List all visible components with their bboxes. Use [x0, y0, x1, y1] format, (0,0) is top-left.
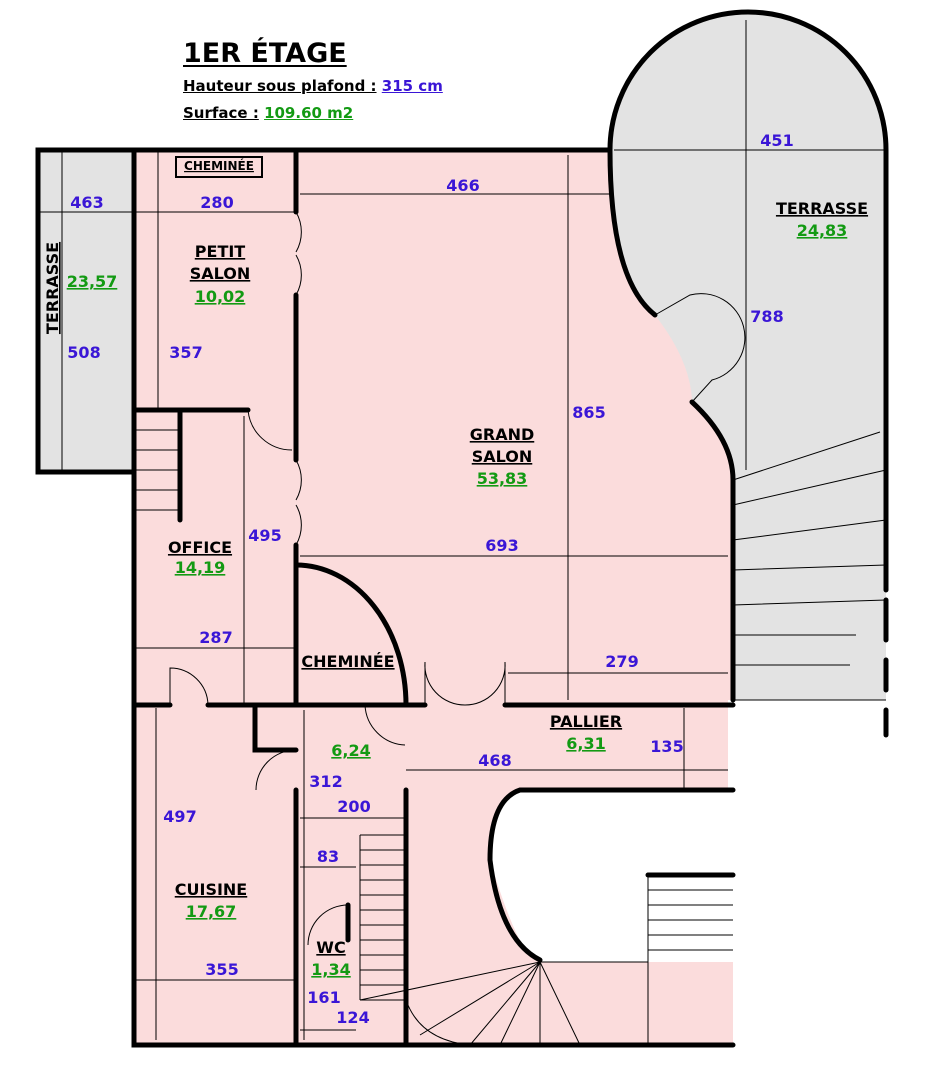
door-wc — [307, 904, 349, 946]
fills — [38, 12, 886, 1045]
wall-salon-curve — [689, 399, 736, 703]
door-pallier — [424, 661, 506, 706]
petit-salon-area: 10,02 — [195, 287, 246, 306]
stairs-office — [134, 429, 180, 511]
dim-124: 124 — [336, 1008, 369, 1027]
surface-line: Surface : 109.60 m2 — [183, 104, 353, 122]
stairs-main-right — [540, 875, 733, 1045]
dim-312: 312 — [309, 772, 342, 791]
dim-135: 135 — [650, 737, 683, 756]
terrace-stairs-fill — [733, 600, 886, 700]
dim-287: 287 — [199, 628, 232, 647]
dimension-labels: 463 508 280 357 466 451 788 865 495 693 … — [67, 131, 793, 1027]
grand-salon-area: 53,83 — [477, 469, 528, 488]
doors — [169, 211, 746, 946]
petit-salon-name-1: PETIT — [195, 242, 246, 261]
room-labels: TERRASSE 23,57 CHEMINÉE PETIT SALON 10,0… — [43, 158, 868, 979]
wall-i — [252, 702, 299, 753]
pallier-area: 6,31 — [566, 734, 605, 753]
plan-title: 1ER ÉTAGE — [183, 38, 347, 69]
office-name: OFFICE — [168, 538, 232, 557]
cuisine-name: CUISINE — [175, 880, 247, 899]
grand-salon-name-1: GRAND — [470, 425, 535, 444]
door-grand-salon — [295, 459, 302, 546]
office-area: 14,19 — [175, 558, 226, 577]
wall-round-terrace — [607, 9, 889, 593]
fireplace-arc-fill — [296, 565, 406, 705]
dim-280: 280 — [200, 193, 233, 212]
wc-area: 1,34 — [311, 960, 350, 979]
stairs-main-left — [359, 834, 406, 1001]
surface-value: 109.60 m2 — [264, 104, 354, 122]
terrace-left-name: TERRASSE — [43, 242, 62, 334]
stair-core-wall — [487, 787, 736, 963]
chimney-mid-name: CHEMINÉE — [301, 652, 394, 671]
wall-left-top — [35, 147, 613, 475]
door-cuisine-office — [169, 667, 209, 706]
stairs-terrace — [732, 431, 887, 701]
terrace-left-fill — [38, 150, 134, 472]
dim-357: 357 — [169, 343, 202, 362]
cuisine-area: 17,67 — [186, 902, 237, 921]
interior-walls — [131, 147, 736, 1048]
dim-463: 463 — [70, 193, 103, 212]
dim-200: 200 — [337, 797, 370, 816]
dim-788: 788 — [750, 307, 783, 326]
wall-left-bottom — [131, 147, 736, 1048]
petit-salon-name-2: SALON — [190, 264, 251, 283]
dim-508: 508 — [67, 343, 100, 362]
door-hall — [255, 704, 406, 791]
wc-name: WC — [316, 938, 345, 957]
dim-279: 279 — [605, 652, 638, 671]
terrace-right-area: 24,83 — [797, 221, 848, 240]
pallier-name: PALLIER — [550, 712, 622, 731]
ceiling-height-line: Hauteur sous plafond : 315 cm — [183, 77, 443, 95]
terrace-left-area: 23,57 — [67, 272, 118, 291]
fireplace-arc — [293, 562, 409, 708]
grand-salon-name-2: SALON — [472, 447, 533, 466]
ceiling-height-value: 315 cm — [381, 77, 443, 95]
door-terrace — [654, 293, 746, 403]
dim-355: 355 — [205, 960, 238, 979]
interior-fill — [134, 150, 733, 1045]
dim-497: 497 — [163, 807, 196, 826]
dim-451: 451 — [760, 131, 793, 150]
chimney-top-name: CHEMINÉE — [184, 158, 254, 173]
hall-area: 6,24 — [331, 741, 370, 760]
stairs — [134, 429, 887, 1046]
door-petit-salon — [295, 211, 302, 296]
dim-865: 865 — [572, 403, 605, 422]
chimney-top-box — [175, 156, 263, 178]
surface-label: Surface : — [183, 104, 259, 122]
dim-468: 468 — [478, 751, 511, 770]
dim-466: 466 — [446, 176, 479, 195]
stairs-main-turn — [359, 961, 581, 1046]
dim-161: 161 — [307, 988, 340, 1007]
dim-693: 693 — [485, 536, 518, 555]
terrace-right-name: TERRASSE — [776, 199, 868, 218]
dimension-lines — [38, 20, 884, 1040]
exterior-walls — [35, 9, 889, 1048]
dim-495: 495 — [248, 526, 281, 545]
ceiling-height-label: Hauteur sous plafond : — [183, 77, 377, 95]
door-office — [247, 409, 293, 451]
dim-83: 83 — [317, 847, 339, 866]
